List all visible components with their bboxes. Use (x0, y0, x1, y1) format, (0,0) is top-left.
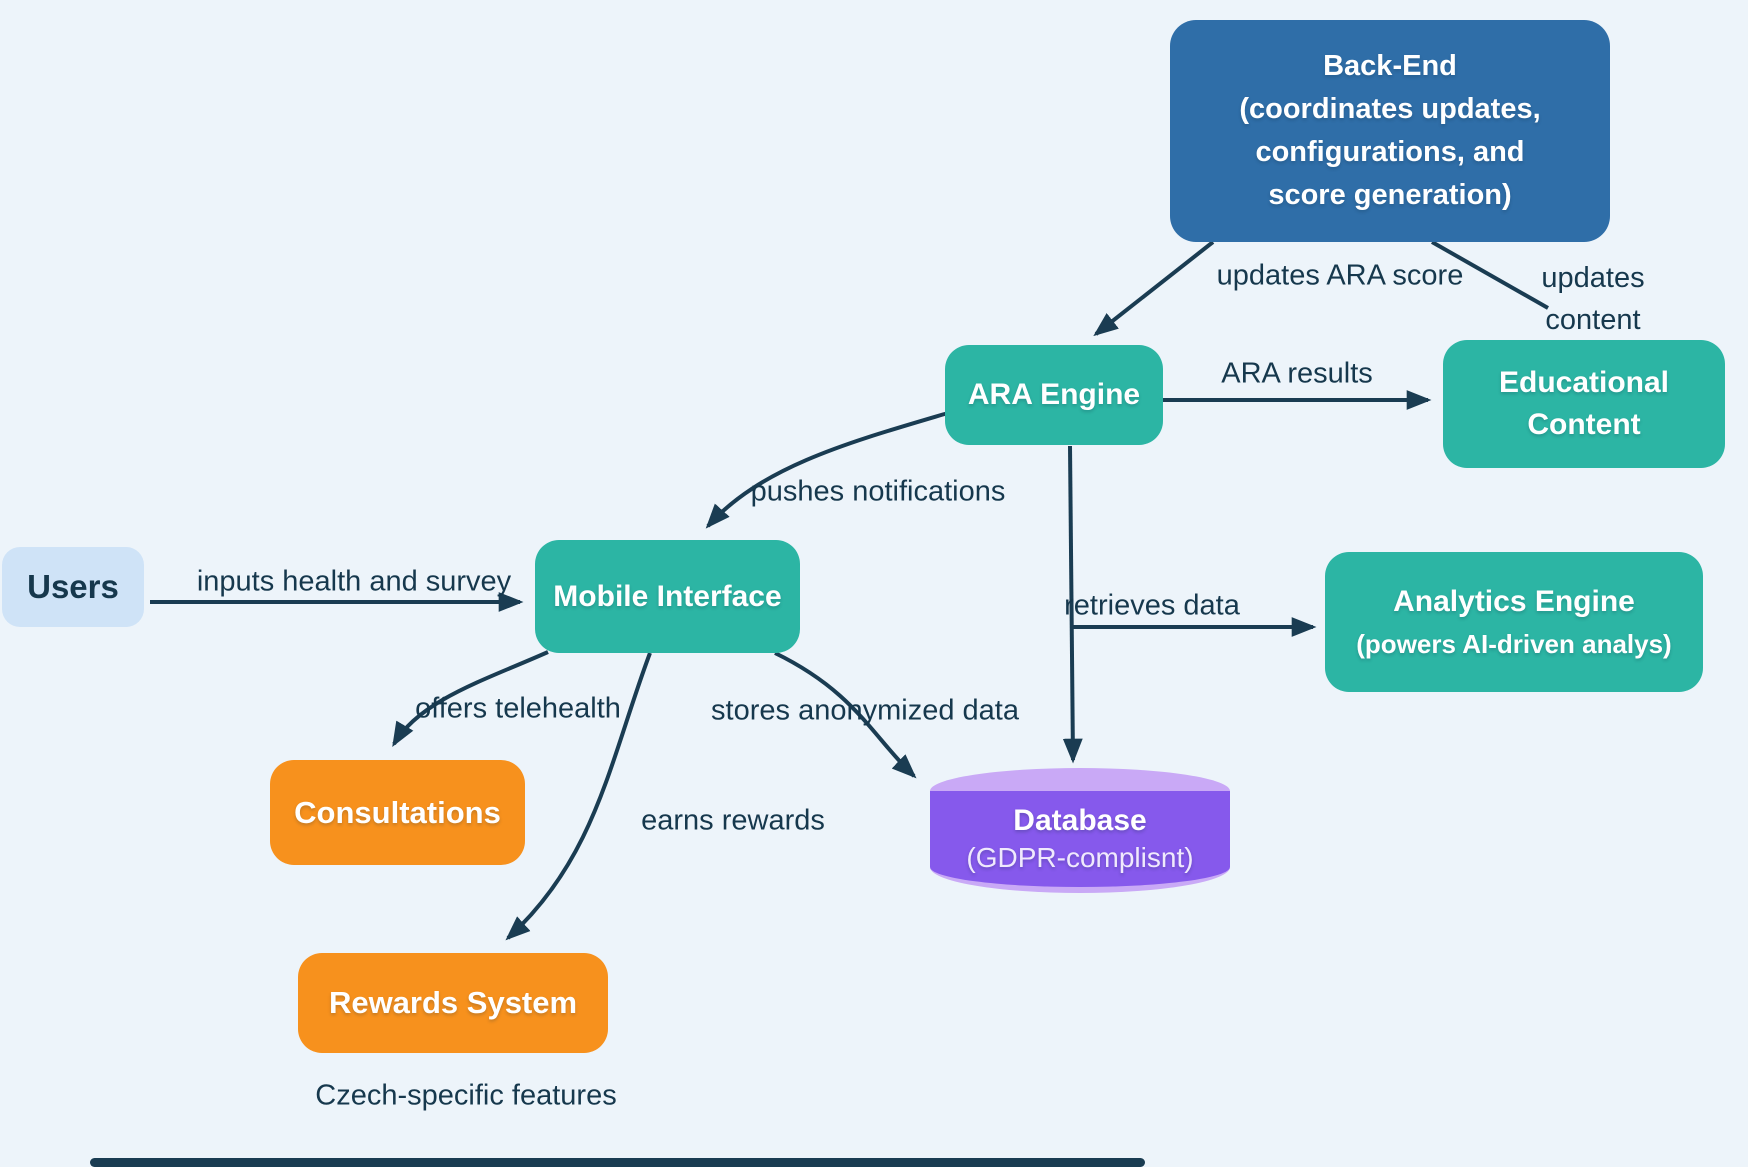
node-analytics-engine-subtitle: (powers AI-driven analys) (1356, 628, 1672, 659)
edge-backend-to-ara-engine (1093, 240, 1215, 337)
node-backend: Back-End (coordinates updates, configura… (1170, 20, 1610, 242)
node-ara-engine: ARA Engine (945, 345, 1163, 445)
edge-mobile-interface-to-rewards-system (505, 652, 652, 941)
node-rewards-system: Rewards System (298, 953, 608, 1053)
edge-label-updates-content: updates content (1541, 257, 1644, 341)
edge-mobile-interface-to-consultations (392, 650, 549, 747)
edge-label-offers-telehealth: offers telehealth (415, 692, 621, 725)
node-mobile-interface-title: Mobile Interface (553, 579, 782, 613)
edge-label-updates-content-line1: updates (1541, 262, 1645, 294)
edge-label-stores-anonymized-data: stores anonymized data (711, 694, 1019, 727)
edge-label-pushes-notifications: pushes notifications (750, 475, 1006, 508)
edge-mobile-interface-to-database (774, 651, 917, 779)
node-database: Database (GDPR-complisnt) (930, 768, 1230, 913)
node-educational-content-title: Educational Content (1498, 366, 1670, 441)
node-backend-line2: (coordinates updates, (1239, 93, 1541, 125)
node-educational-content: Educational Content (1443, 340, 1725, 468)
node-analytics-engine: Analytics Engine (powers AI-driven analy… (1325, 552, 1703, 692)
node-users: Users (2, 547, 144, 627)
node-mobile-interface: Mobile Interface (535, 540, 800, 653)
node-consultations: Consultations (270, 760, 525, 865)
database-cylinder-body: Database (GDPR-complisnt) (930, 791, 1230, 893)
node-rewards-system-title: Rewards System (328, 985, 578, 1020)
edge-label-updates-ara-score: updates ARA score (1216, 259, 1464, 292)
annotation-czech-features: Czech-specific features (315, 1079, 617, 1112)
node-users-title: Users (27, 568, 119, 605)
edge-label-retrieves-data: retrieves data (1064, 589, 1240, 622)
edge-ara-engine-to-database (1062, 445, 1083, 764)
node-analytics-engine-title: Analytics Engine (1393, 584, 1635, 618)
edge-label-ara-results: ARA results (1221, 357, 1373, 390)
edge-label-earns-rewards: earns rewards (641, 804, 825, 837)
edge-ara-engine-to-mobile-interface (705, 411, 949, 529)
node-database-title: Database (1013, 804, 1147, 837)
node-database-subtitle: (GDPR-complisnt) (966, 842, 1194, 873)
edge-backend-to-educational-content (1431, 240, 1549, 310)
node-ara-engine-title: ARA Engine (967, 378, 1141, 411)
edge-label-updates-content-line2: content (1545, 304, 1641, 336)
node-backend-line3: configurations, and (1255, 136, 1525, 168)
node-consultations-title: Consultations (294, 794, 501, 830)
node-backend-line4: score generation) (1268, 179, 1512, 211)
edge-label-inputs-health-survey: inputs health and survey (196, 565, 512, 598)
bottom-edge-bar (90, 1158, 1145, 1167)
node-backend-title: Back-End (1323, 50, 1457, 82)
